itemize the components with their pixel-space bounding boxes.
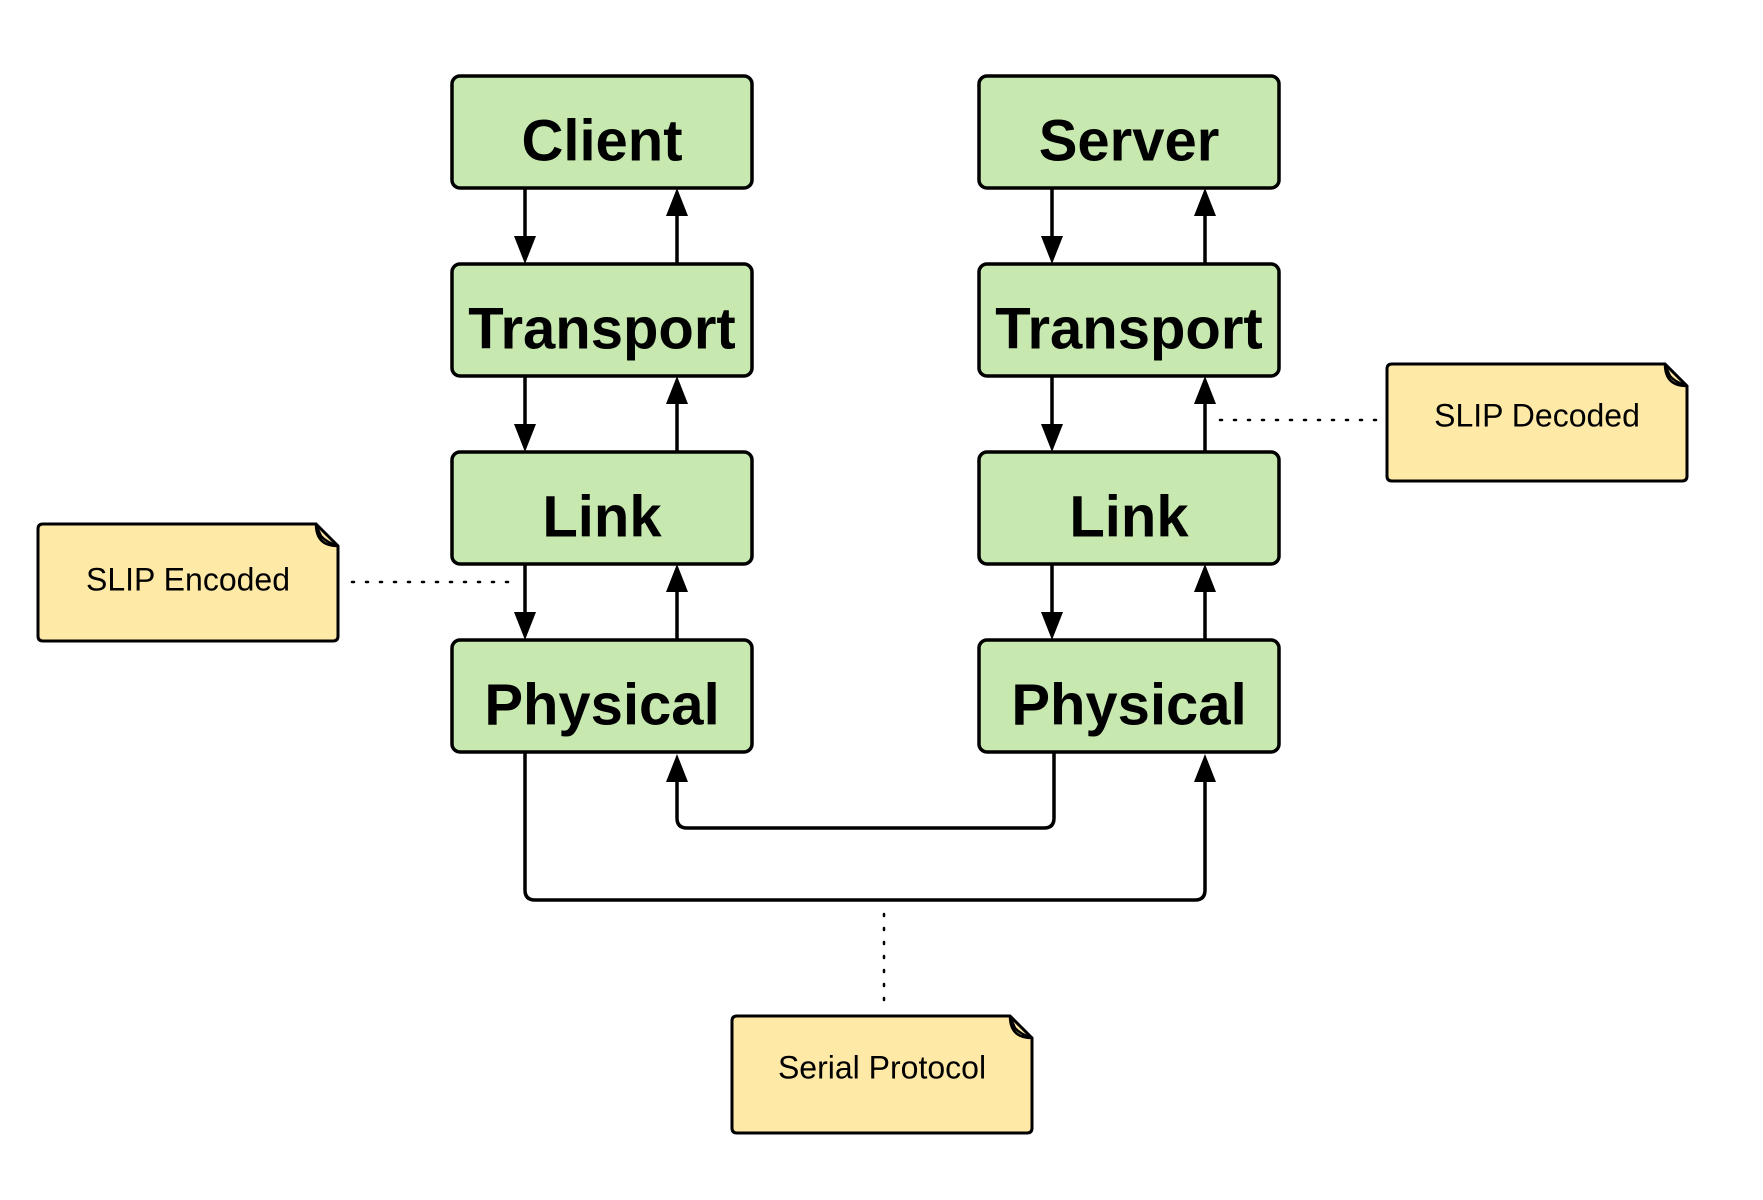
arrowhead-down — [514, 236, 536, 264]
note-slip-decoded: SLIP Decoded — [1385, 362, 1689, 483]
client-link-label: Link — [542, 484, 662, 549]
note-slip-decoded-text: SLIP Decoded — [1434, 397, 1640, 433]
server-arrows — [1041, 188, 1216, 640]
server-physical-label: Physical — [1011, 672, 1246, 737]
server-stack: Server Transport Link Physical — [977, 74, 1281, 754]
arrowhead-down — [1041, 612, 1063, 640]
server-label: Server — [1039, 108, 1220, 173]
client-physical-box: Physical — [450, 638, 754, 754]
arrowhead-up — [666, 376, 688, 404]
client-arrows — [514, 188, 688, 640]
server-box: Server — [977, 74, 1281, 190]
arrowhead-down — [514, 612, 536, 640]
client-transport-label: Transport — [468, 296, 736, 361]
connector-server-to-client — [675, 752, 1056, 830]
arrowhead-up — [1194, 188, 1216, 216]
client-physical-label: Physical — [484, 672, 719, 737]
client-transport-box: Transport — [450, 262, 754, 378]
server-transport-box: Transport — [977, 262, 1281, 378]
arrowhead-down — [1041, 424, 1063, 452]
note-serial-protocol-text: Serial Protocol — [778, 1049, 986, 1085]
arrowhead-down — [514, 424, 536, 452]
note-slip-encoded-text: SLIP Encoded — [86, 561, 290, 597]
note-slip-encoded: SLIP Encoded — [36, 522, 340, 643]
client-box: Client — [450, 74, 754, 190]
connector-client-to-server — [523, 752, 1207, 902]
note-serial-protocol: Serial Protocol — [730, 1014, 1034, 1135]
arrowhead-down — [1041, 236, 1063, 264]
client-label: Client — [521, 108, 682, 173]
arrowhead-up — [1194, 754, 1216, 782]
server-transport-label: Transport — [995, 296, 1263, 361]
arrowhead-up — [666, 564, 688, 592]
serial-connection — [523, 752, 1216, 902]
arrowhead-up — [666, 188, 688, 216]
client-stack: Client Transport Link Physical — [450, 74, 754, 754]
server-link-label: Link — [1069, 484, 1189, 549]
arrowhead-up — [666, 754, 688, 782]
server-physical-box: Physical — [977, 638, 1281, 754]
arrowhead-up — [1194, 564, 1216, 592]
client-link-box: Link — [450, 450, 754, 566]
server-link-box: Link — [977, 450, 1281, 566]
arrowhead-up — [1194, 376, 1216, 404]
